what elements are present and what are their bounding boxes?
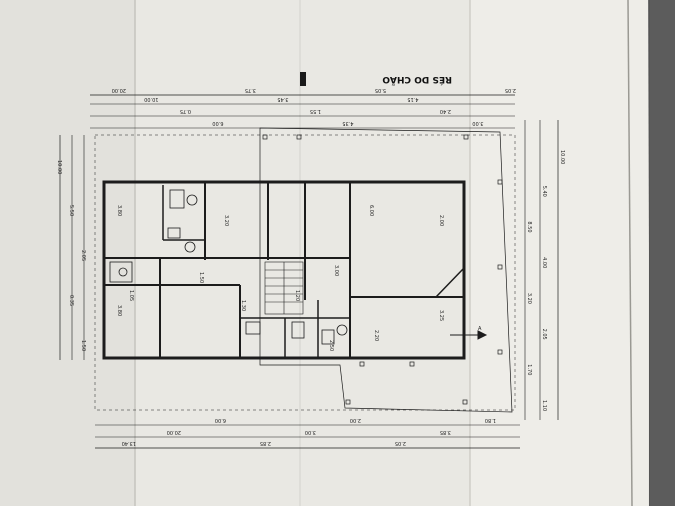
top_dims-label: 2.40 — [440, 108, 451, 114]
bottom_dims-label: 3.00 — [305, 429, 316, 435]
floor-plan-drawing — [59, 94, 559, 449]
bottom_dims-label: 13.40 — [122, 440, 136, 446]
right_dims-label: 5.40 — [541, 186, 547, 197]
top_dims-label: 0.75 — [180, 108, 191, 114]
exterior-wall — [102, 180, 466, 360]
bottom_dims-label: 6.00 — [215, 417, 226, 423]
top_dims-label: 4.15 — [407, 96, 418, 102]
interior_labels-label: 1.05 — [128, 290, 134, 301]
top_dims-label: 10.00 — [144, 96, 158, 102]
interior_labels-label: 6.00 — [368, 205, 374, 216]
dimension-labels: 20.00 10.00 0.75 6.00 3.75 3.45 1.55 4.35 5.05 4.… — [56, 87, 565, 446]
bottom_dims-label: 2.05 — [395, 440, 406, 446]
paper-right-panel — [470, 0, 648, 506]
left_dims-label: 10.00 — [56, 160, 62, 174]
bottom_dims-label: 20.00 — [167, 429, 181, 435]
plan-title: RÉS DO CHÃO — [382, 74, 452, 86]
interior_labels-label: 3.00 — [333, 265, 339, 276]
bottom_dims-label: 2.00 — [350, 417, 361, 423]
interior_labels-label: 3.80 — [116, 205, 122, 216]
terrace-outline — [259, 127, 513, 413]
bathroom-fixtures — [109, 189, 348, 345]
right_dims-label: 3.20 — [526, 293, 532, 304]
right_dims-label: 4.00 — [541, 257, 547, 268]
paper-left-panel — [0, 0, 135, 506]
title-marker — [300, 72, 306, 86]
left_dims-label: 1.50 — [80, 340, 86, 351]
left_dims-label: 5.50 — [68, 205, 74, 216]
right_dims-label: 1.10 — [541, 400, 547, 411]
right_dims-label: 2.05 — [541, 329, 547, 340]
section-arrow — [477, 330, 488, 340]
top_dims-label: 3.75 — [245, 87, 256, 93]
bottom_dims-label: 2.85 — [260, 440, 271, 446]
table-background — [650, 0, 675, 506]
top_dims-label: 6.00 — [212, 120, 223, 126]
column-markers — [262, 134, 503, 405]
angled-wall — [435, 267, 465, 298]
interior_labels-label: 2.50 — [328, 340, 334, 351]
top_dims-label: 1.55 — [310, 108, 321, 114]
bottom_dims-label: 1.80 — [485, 417, 496, 423]
site-boundary — [94, 134, 516, 411]
staircase — [264, 261, 304, 315]
section-marker-label: A — [478, 326, 482, 332]
left_dims-label: 0.35 — [68, 295, 74, 306]
top_dims-label: 4.35 — [342, 120, 353, 126]
top_dims-label: 2.05 — [505, 87, 516, 93]
interior_labels-label: 2.20 — [373, 330, 379, 341]
interior_labels-label: 3.25 — [438, 310, 444, 321]
right_dims-label: 8.50 — [526, 221, 532, 232]
left_dims-label: 2.05 — [80, 250, 86, 261]
interior_labels-label: 1.20 — [294, 290, 300, 301]
top_dims-label: 5.05 — [375, 87, 386, 93]
interior_labels-label: 3.80 — [116, 305, 122, 316]
sheet-border-line — [627, 0, 633, 506]
top_dims-label: 20.00 — [112, 87, 126, 93]
interior_labels-label: 3.20 — [223, 215, 229, 226]
top_dims-label: 3.45 — [277, 96, 288, 102]
interior_labels-label: 1.30 — [240, 300, 246, 311]
bottom_dims-label: 3.85 — [440, 429, 451, 435]
interior_labels-label: 2.00 — [438, 215, 444, 226]
interior_labels-label: 1.50 — [198, 272, 204, 283]
right_dims-label: 1.70 — [526, 364, 532, 375]
right_dims-label: 10.00 — [559, 150, 565, 164]
top_dims-label: 3.00 — [472, 120, 483, 126]
